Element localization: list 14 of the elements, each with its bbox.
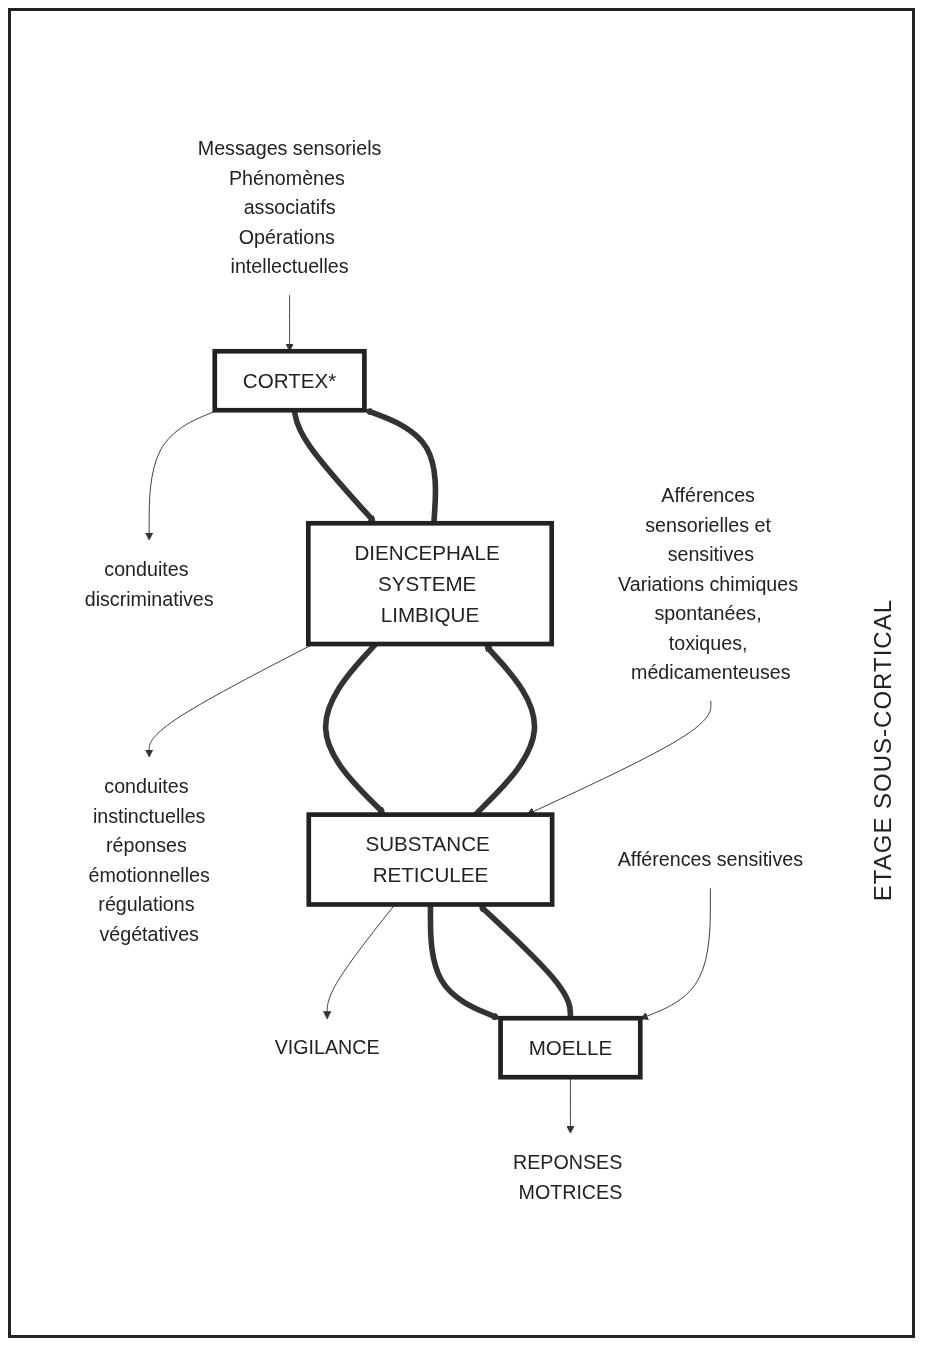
node-text: Afférences sensorielles et sensitives Variations chimiques spontanées, toxiques, médicamenteuses <box>618 484 799 683</box>
node-text: REPONSES MOTRICES <box>513 1151 623 1203</box>
arrow <box>427 904 501 1021</box>
node-text: Messages sensoriels Phénomènes associatifs Opérations intellectuelles <box>197 137 382 277</box>
node-text: VIGILANCE <box>274 1036 380 1059</box>
node-box: MOELLE <box>498 1015 643 1080</box>
arrow <box>364 408 439 524</box>
node-text: conduites instinctuelles réponses émotionnelles régulations végétatives <box>88 774 210 944</box>
side-label: ETAGE SOUS-CORTICAL <box>869 598 897 902</box>
node-box: DIENCEPHALE SYSTEME LIMBIQUE <box>305 520 555 647</box>
node-box: CORTEX* <box>212 348 367 413</box>
node-text: conduites discriminatives <box>84 557 214 609</box>
node-text: Afférences sensitives <box>617 848 804 871</box>
node-box: SUBSTANCE RETICULEE <box>306 812 555 907</box>
